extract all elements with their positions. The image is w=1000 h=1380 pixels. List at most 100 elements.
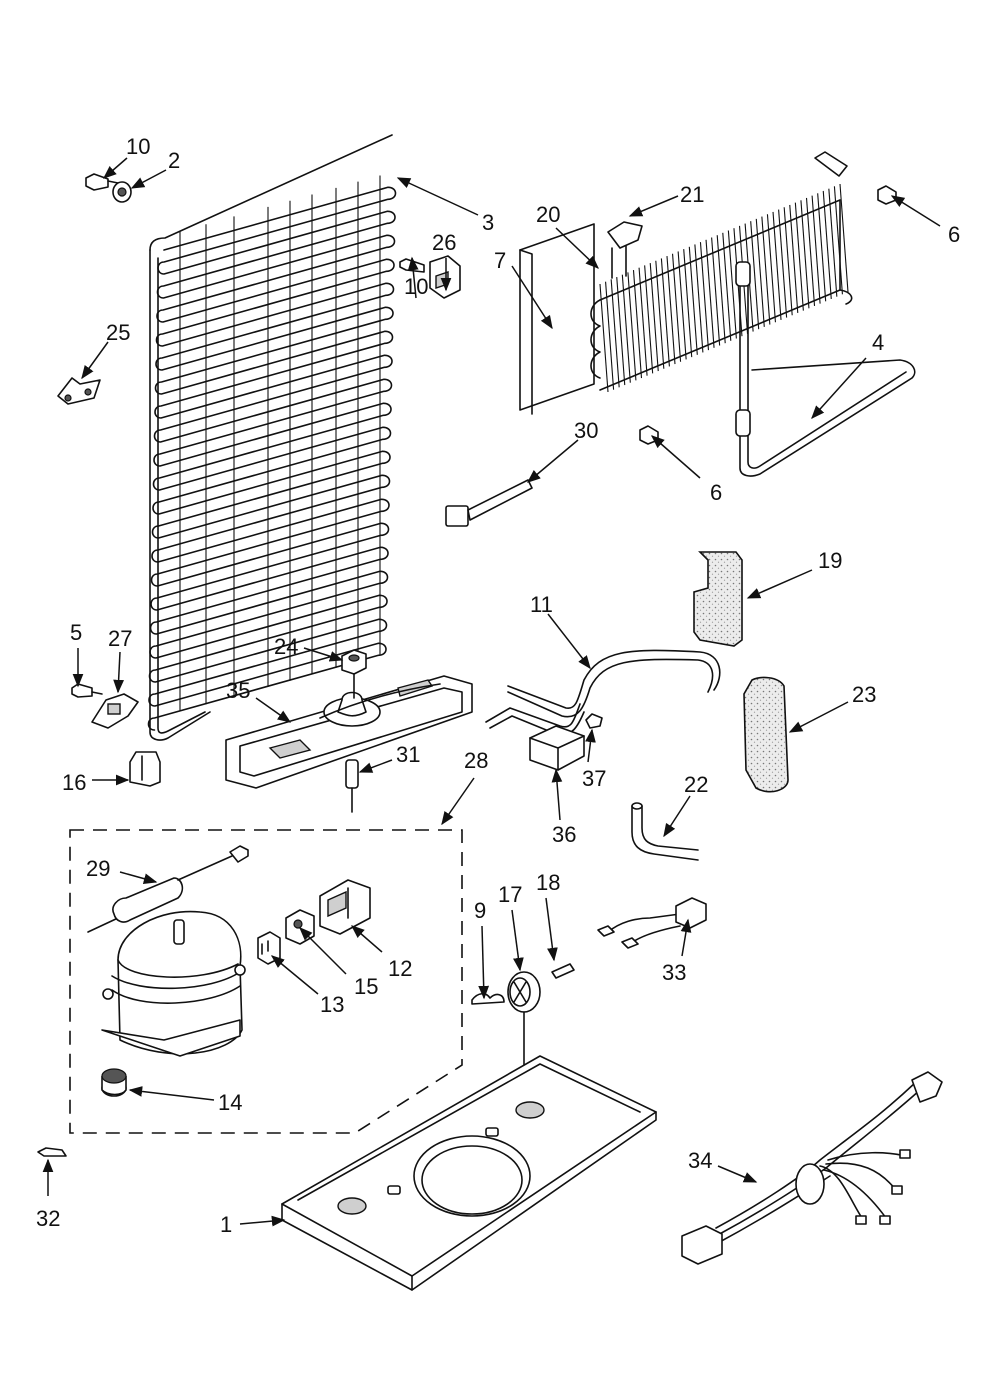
evaporator-fin — [688, 246, 698, 355]
label-24: 24 — [274, 634, 298, 659]
evaporator-fin — [727, 230, 737, 339]
evaporator-fin — [699, 242, 710, 351]
label-21: 21 — [680, 182, 704, 207]
evaporator-fin — [705, 239, 715, 348]
label-37: 37 — [582, 766, 606, 791]
relay-cover-12 — [319, 879, 371, 935]
label-10-mid: 10 — [404, 274, 428, 299]
evaporator-fin — [649, 263, 659, 372]
evaporator-fin — [621, 274, 631, 383]
part-labels: 10 2 3 25 10 26 7 20 21 6 4 6 30 19 11 2… — [36, 134, 960, 1237]
label-6-mid: 6 — [710, 480, 722, 505]
drain-pan-35 — [225, 675, 473, 789]
label-20: 20 — [536, 202, 560, 227]
evaporator-fin — [716, 235, 726, 344]
evaporator-fin — [683, 249, 693, 358]
label-12: 12 — [388, 956, 412, 981]
label-9: 9 — [474, 898, 486, 923]
clip-27 — [91, 693, 139, 729]
clip-9 — [471, 992, 505, 1005]
label-35: 35 — [226, 678, 250, 703]
label-33: 33 — [662, 960, 686, 985]
evaporator-fin — [666, 256, 676, 365]
label-16: 16 — [62, 770, 86, 795]
evaporator-fin — [605, 281, 615, 390]
harness-34 — [681, 1071, 943, 1265]
label-29: 29 — [86, 856, 110, 881]
evaporator-fin — [610, 279, 620, 388]
bracket-25 — [57, 377, 101, 405]
evaporator-fin — [789, 204, 799, 313]
grommet-14 — [101, 1068, 127, 1097]
clip-21 — [607, 221, 643, 279]
screw-5 — [71, 683, 103, 698]
evaporator-fin — [811, 195, 821, 304]
clip-32 — [37, 1147, 67, 1157]
compressor — [101, 910, 246, 1057]
evaporator-fin — [722, 232, 732, 341]
evaporator-fin — [761, 216, 771, 325]
evaporator-fin — [660, 258, 670, 367]
grommet-2 — [112, 181, 132, 203]
label-26: 26 — [432, 230, 456, 255]
evaporator-fin — [644, 265, 654, 374]
bracket-26 — [429, 255, 461, 299]
label-27: 27 — [108, 626, 132, 651]
evaporator-fin — [794, 202, 804, 311]
evaporator-fin — [772, 211, 782, 320]
relay-36 — [529, 725, 585, 771]
spacer-31 — [345, 759, 359, 813]
screw-6-top — [877, 185, 897, 205]
base-pan-1 — [281, 1055, 657, 1291]
label-5: 5 — [70, 620, 82, 645]
evaporator-fin — [833, 186, 843, 295]
label-19: 19 — [818, 548, 842, 573]
evaporator-fin — [822, 190, 832, 300]
label-15: 15 — [354, 974, 378, 999]
label-14: 14 — [218, 1090, 242, 1115]
tube-11 — [485, 649, 721, 736]
label-6-top: 6 — [948, 222, 960, 247]
cable-tie-30 — [445, 479, 533, 527]
evaporator-fin — [616, 276, 626, 386]
label-36: 36 — [552, 822, 576, 847]
label-1: 1 — [220, 1212, 232, 1237]
label-28: 28 — [464, 748, 488, 773]
evaporator-fin — [655, 260, 665, 369]
evaporator-fin — [817, 193, 827, 302]
label-2: 2 — [168, 148, 180, 173]
evaporator-fin — [805, 197, 816, 306]
compressor-assembly-box — [69, 829, 463, 1134]
label-32: 32 — [36, 1206, 60, 1231]
evaporator-fin — [711, 237, 721, 346]
evaporator-fin — [599, 283, 609, 393]
insulation-23 — [743, 676, 789, 793]
evaporator-fin — [839, 183, 849, 293]
drain-tube-22 — [631, 802, 699, 861]
harness-33 — [597, 897, 707, 949]
screw-37 — [585, 713, 603, 729]
label-17: 17 — [498, 882, 522, 907]
evaporator-fin — [632, 270, 643, 379]
defrost-heater-4 — [735, 261, 916, 477]
label-23: 23 — [852, 682, 876, 707]
evaporator-fin — [638, 267, 648, 376]
label-10-top: 10 — [126, 134, 150, 159]
evaporator-fin — [677, 251, 687, 360]
label-18: 18 — [536, 870, 560, 895]
evaporator-fin — [672, 253, 682, 362]
evaporator-fin — [828, 188, 838, 297]
evaporator-fin — [800, 200, 810, 309]
nut-24 — [341, 649, 367, 699]
label-34: 34 — [688, 1148, 712, 1173]
label-7: 7 — [494, 248, 506, 273]
screw-10-top — [85, 173, 119, 191]
evaporator-fin — [783, 207, 793, 316]
label-3: 3 — [482, 210, 494, 235]
filter-drier-29 — [87, 845, 249, 933]
condenser-coil — [147, 134, 397, 741]
evaporator-fin — [766, 214, 776, 323]
screw-6-mid — [639, 425, 659, 445]
clip-16 — [129, 751, 161, 787]
